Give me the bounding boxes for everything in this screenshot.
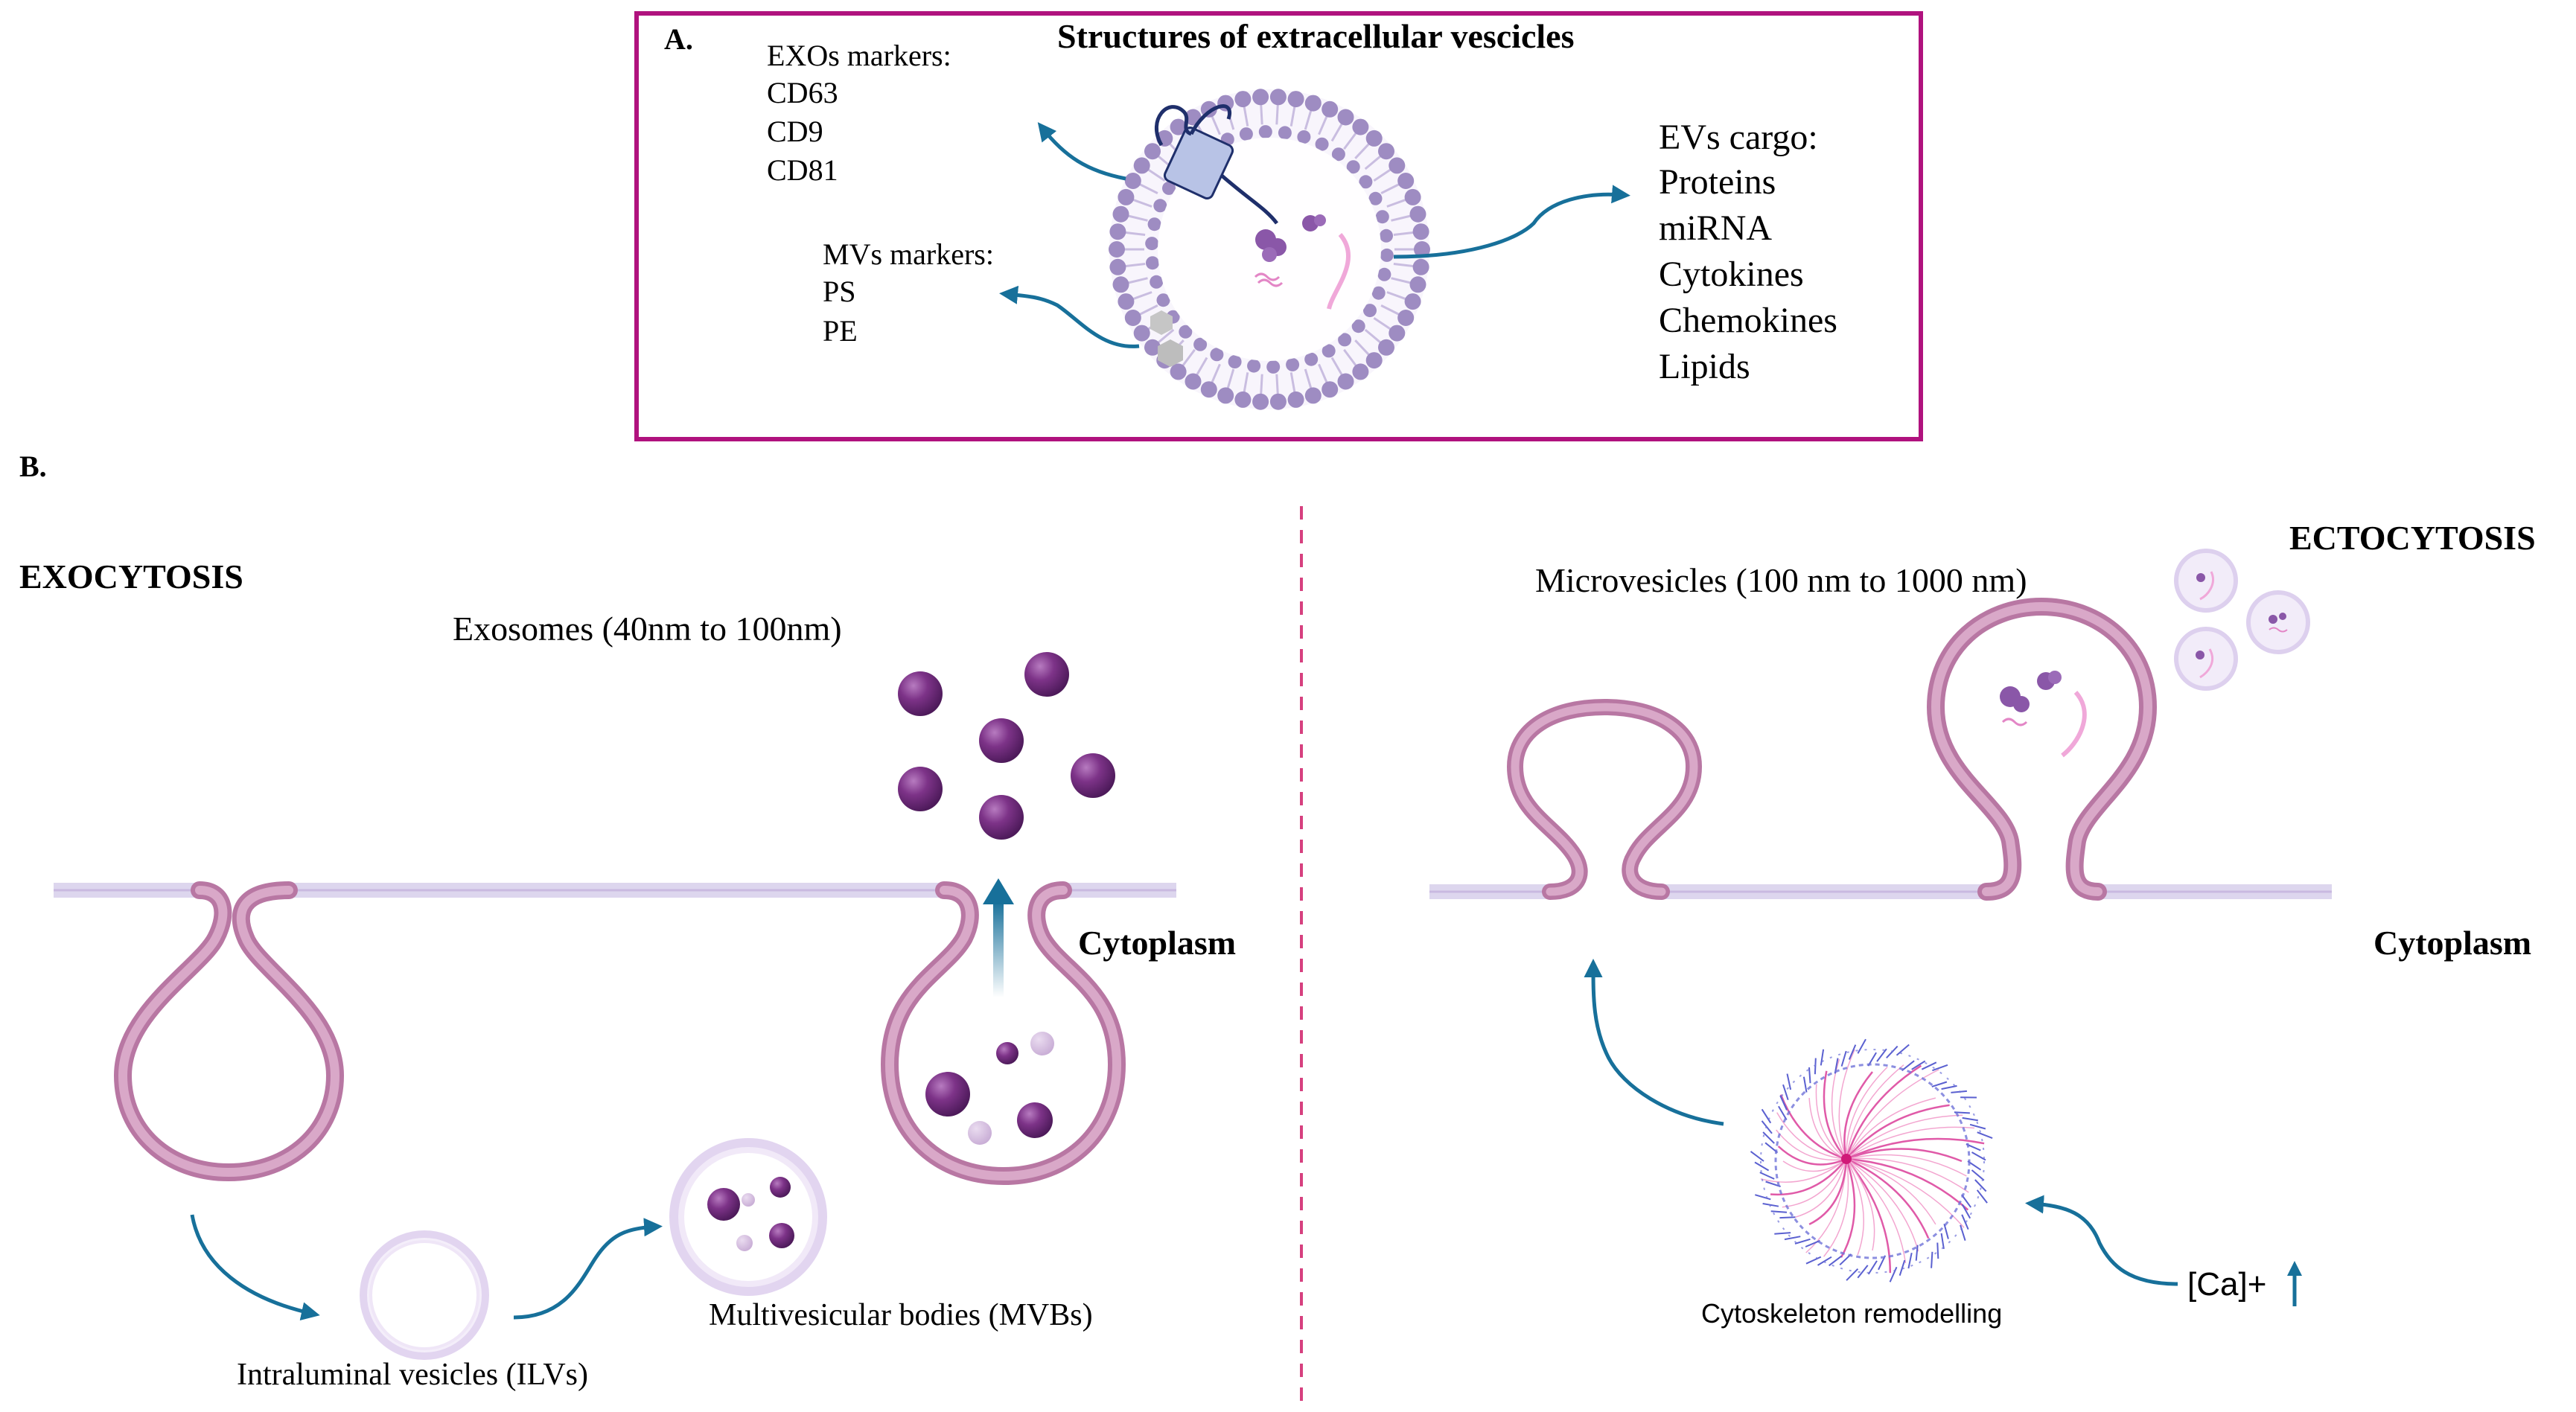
exo-markers-heading: EXOs markers: (767, 39, 951, 72)
arrow-cytoskeleton-to-membrane (1584, 959, 1724, 1126)
ev-structure (1109, 89, 1430, 410)
microvesicle (2174, 549, 2238, 613)
calcium-label: [Ca]+ (2187, 1266, 2266, 1303)
calcium-increase-arrow-icon (2287, 1261, 2302, 1306)
exocytosis-title: EXOCYTOSIS (19, 558, 243, 595)
released-microvesicles (2174, 549, 2310, 691)
early-microvesicle-bud (1506, 698, 1703, 900)
mv-marker-ps: PS (823, 275, 856, 308)
ev-cargo-list: EVs cargo: Proteins miRNA Cytokines Chem… (1659, 118, 1837, 386)
mv-marker-pe: PE (823, 314, 858, 348)
cargo-proteins: Proteins (1659, 162, 1776, 202)
mv-markers-list: MVs markers: PS PE (823, 237, 994, 348)
released-exosomes (898, 652, 1115, 840)
exo-marker-cd81: CD81 (767, 153, 838, 187)
release-arrow-head (983, 878, 1014, 904)
early-endosome-budding (113, 881, 345, 1182)
microvesicle-cargo-icon (2000, 671, 2087, 758)
arrow-endosome-to-ilv (190, 1214, 320, 1320)
exosome (979, 795, 1024, 840)
arrow-to-cargo (1393, 185, 1630, 259)
exo-marker-cd9: CD9 (767, 115, 823, 148)
arrow-to-mv-markers (999, 285, 1140, 348)
exosome (898, 671, 943, 716)
microvesicle (2246, 590, 2310, 654)
arrow-to-exo-markers (1037, 122, 1126, 181)
exosome (898, 767, 943, 811)
ectocytosis-membrane (1429, 597, 2332, 901)
panel-a-letter: A. (664, 22, 693, 56)
exosome (979, 718, 1024, 763)
exocytosis-cytoplasm-label: Cytoplasm (1078, 924, 1236, 962)
ilv-label: Intraluminal vesicles (ILVs) (237, 1358, 588, 1392)
cargo-cytokines: Cytokines (1659, 255, 1804, 294)
microvesicles-label: Microvesicles (100 nm to 1000 nm) (1535, 561, 2027, 599)
protein-cargo-icon (1255, 214, 1326, 262)
release-arrow-shaft (993, 901, 1004, 997)
arrow-calcium-to-cytoskeleton (2025, 1195, 2178, 1286)
exosomes-label: Exosomes (40nm to 100nm) (453, 610, 842, 648)
panel-a-frame (634, 11, 1923, 441)
tetraspanin-marker-icon (1155, 104, 1278, 225)
exosome (1071, 753, 1115, 798)
ectocytosis-title: ECTOCYTOSIS (2289, 519, 2536, 557)
exosome (1024, 652, 1069, 697)
cargo-mirna: miRNA (1659, 208, 1772, 248)
exocytosis-membrane (54, 881, 1176, 1186)
ectocytosis-cytoplasm-label: Cytoplasm (2373, 924, 2531, 962)
large-microvesicle-bud (1926, 597, 2158, 901)
mvb-icon (669, 1138, 827, 1296)
mv-markers-heading: MVs markers: (823, 237, 994, 271)
mirna-cargo-icon (1254, 233, 1351, 310)
exo-marker-cd63: CD63 (767, 76, 838, 109)
cargo-chemokines: Chemokines (1659, 301, 1837, 340)
arrow-ilv-to-mvb (513, 1218, 663, 1320)
lipid-outer-layer (1109, 89, 1430, 410)
mvb-label: Multivesicular bodies (MVBs) (709, 1298, 1093, 1332)
panel-b-letter: B. (19, 450, 47, 483)
microvesicle (2174, 627, 2238, 691)
panel-a-title: Structures of extracellular vescicles (1057, 17, 1574, 55)
cytoskeleton-label: Cytoskeleton remodelling (1701, 1298, 2002, 1329)
mvb-internal-vesicles (925, 1032, 1054, 1145)
cargo-heading: EVs cargo: (1659, 118, 1818, 157)
cargo-lipids: Lipids (1659, 347, 1750, 386)
ps-pe-marker-icon (1150, 310, 1183, 367)
ilv-icon (360, 1230, 489, 1360)
cytoskeleton-icon (1750, 1038, 1993, 1282)
exo-markers-list: EXOs markers: CD63 CD9 CD81 (767, 39, 951, 187)
